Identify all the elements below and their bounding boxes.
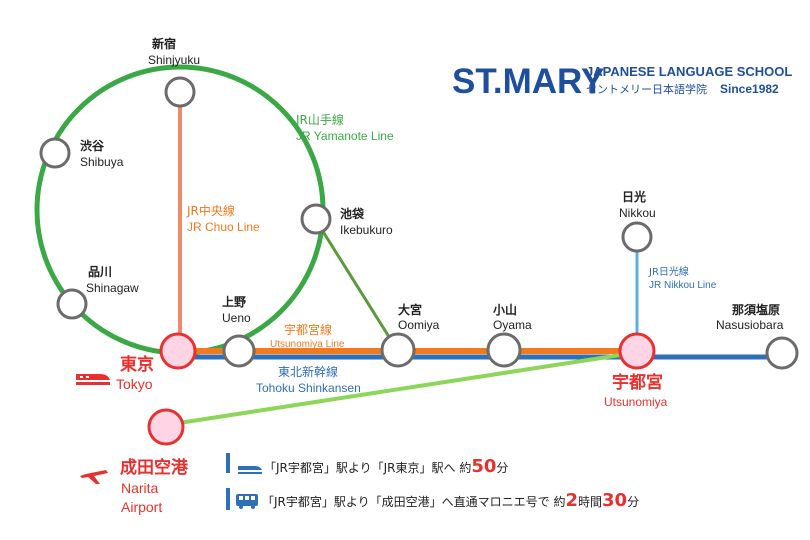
station-shinagawa [56,288,88,320]
label-shibuya-en: Shibuya [80,155,124,169]
station-oyama [486,332,522,368]
note-bus-minutes: 30 [602,490,627,511]
label-shinjuku-jp: 新宿 [152,36,176,51]
label-nikkou-line-jp: JR日光線 [648,265,689,278]
label-ikebukuro-en: Ikebukuro [340,223,393,237]
note-train-text: 「JR宇都宮」駅より「JR東京」駅へ 約50分 [264,456,508,477]
label-tokyo-jp: 東京 [120,354,154,375]
station-shinjuku [164,76,196,108]
label-chuo-en: JR Chuo Line [187,220,260,234]
label-narita-jp: 成田空港 [120,457,189,478]
note-train-post: 分 [496,461,508,475]
label-narita-en2: Airport [121,499,162,515]
brand-since: Since1982 [720,82,779,96]
label-utsunomiya-en: Utsunomiya [604,395,668,409]
label-nikkou-line-en: JR Nikkou Line [649,280,717,291]
label-oomiya-jp: 大宮 [398,302,422,317]
note-bus-post: 分 [627,495,639,509]
station-utsunomiya [618,332,656,370]
saikyo-branch-line [315,221,398,349]
note-train-bar [226,453,230,473]
label-nikkou-jp: 日光 [622,189,646,204]
station-tokyo [159,332,197,370]
label-shinagawa-jp: 品川 [88,265,112,279]
label-ueno-jp: 上野 [222,294,246,309]
note-train-pre: 「JR宇都宮」駅より「JR東京」駅へ 約 [264,460,471,475]
note-bus-hours: 2 [565,490,578,511]
label-ikebukuro-jp: 池袋 [340,206,365,221]
train-small-icon [238,466,262,474]
label-utsunomiya-line-jp: 宇都宮線 [284,322,332,337]
label-utsunomiya-line-en: Utsunomiya Line [270,339,345,350]
label-shinkansen-en: Tohoku Shinkansen [256,381,361,395]
shinkansen-icon [76,374,110,385]
label-nikkou-en: Nikkou [619,206,656,220]
brand-school-jp: セントメリー日本語学院 [586,82,707,96]
label-tokyo-en: Tokyo [116,376,153,392]
label-yamanote-jp: JR山手線 [295,112,344,127]
note-bus-text: 「JR宇都宮」駅より「成田空港」へ直通マロニエ号で 約2時間30分 [262,490,639,511]
label-yamanote-en: JR Yamanote Line [296,129,394,143]
bus-icon [236,494,258,509]
note-bus-bar [226,488,230,510]
label-shibuya-jp: 渋谷 [80,138,105,153]
station-ueno [222,334,256,368]
note-train-minutes: 50 [471,456,496,477]
label-chuo-jp: JR中央線 [186,203,235,218]
brand-school-en: JAPANESE LANGUAGE SCHOOL [586,64,792,79]
station-shibuya [39,137,71,169]
station-narita-airport [147,408,185,446]
brand-logo: ST.MARY JAPANESE LANGUAGE SCHOOL セントメリー日… [452,62,792,101]
station-nikkou [621,221,653,253]
station-oomiya [380,332,416,368]
station-ikebukuro [300,203,332,235]
label-shinagawa-en: Shinagaw [86,281,139,295]
label-nasushiobara-jp: 那須塩原 [732,302,780,317]
label-shinjuku-en: Shinjyuku [148,53,200,67]
label-oyama-jp: 小山 [493,302,517,317]
note-bus-mid: 時間 [578,495,602,509]
label-oyama-en: Oyama [493,318,532,332]
label-utsunomiya-jp: 宇都宮 [612,372,663,393]
airplane-icon [80,470,108,484]
label-narita-en1: Narita [121,480,159,496]
brand-name: ST.MARY [452,62,604,101]
label-ueno-en: Ueno [222,311,251,325]
label-oomiya-en: Oomiya [398,318,440,332]
note-bus-pre: 「JR宇都宮」駅より「成田空港」へ直通マロニエ号で 約 [262,494,565,509]
label-nasushiobara-en: Nasusiobara [716,318,784,332]
narita-line [165,350,641,427]
label-shinkansen-jp: 東北新幹線 [278,364,338,379]
station-nasushiobara [765,336,799,370]
